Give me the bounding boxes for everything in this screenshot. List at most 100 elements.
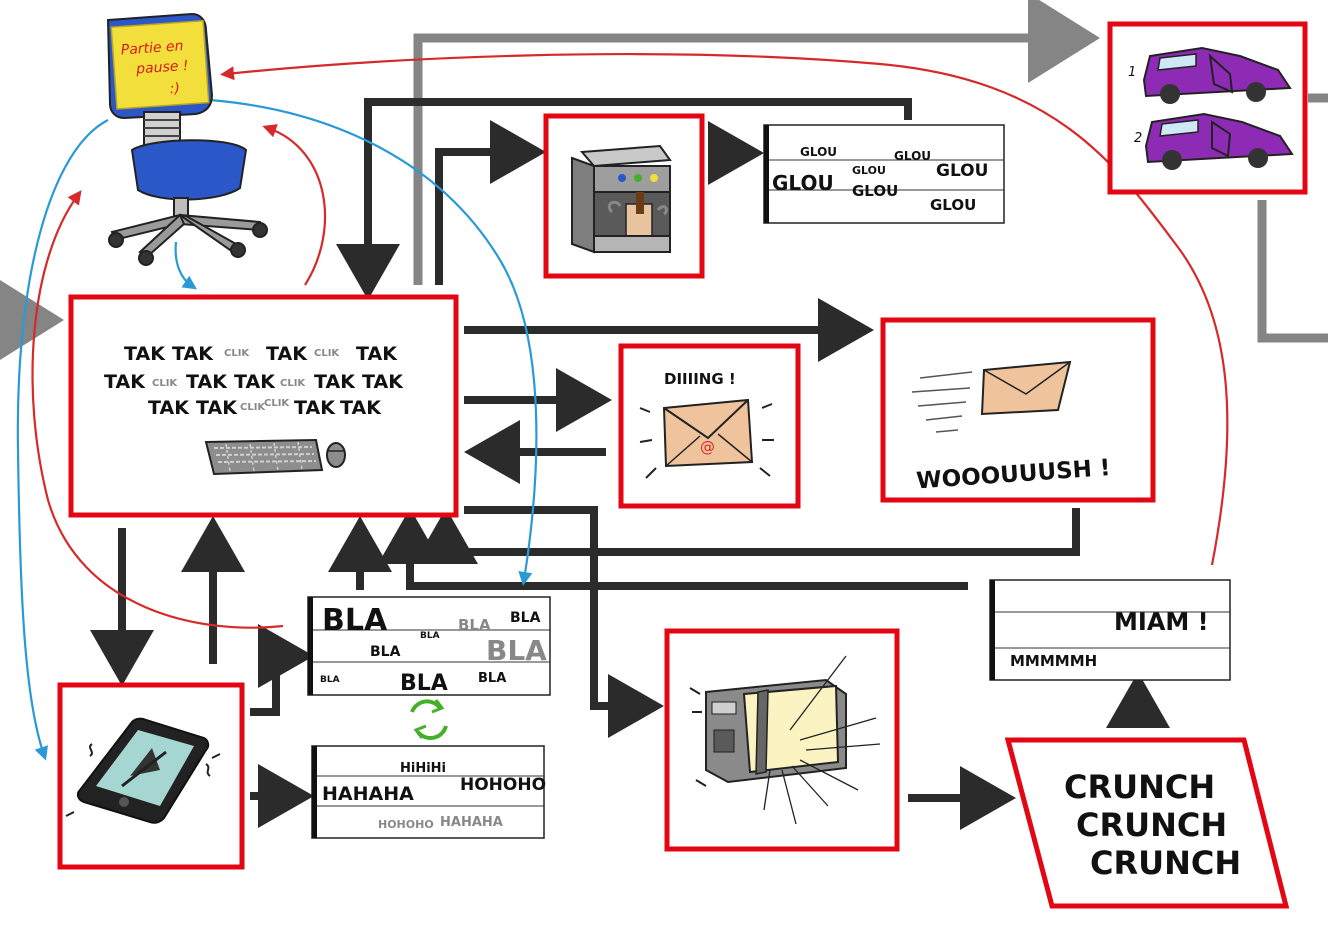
sound-tak: TAK [186,371,228,393]
sound-bla: BLA [400,671,448,696]
sound-hihihi: HiHiHi [400,761,446,776]
chair-seat [130,139,248,201]
sound-glou: GLOU [800,145,837,159]
sound-tak: TAK [172,343,214,365]
crunch-frame [1004,737,1290,909]
typing-box: TAK TAK CLIK TAK CLIK TAK TAK CLIK TAK T… [68,294,459,518]
red-line-talk-to-chair [31,190,284,629]
sound-tak: TAK [148,397,190,419]
sound-tak: TAK [340,397,382,419]
send-box: WOOOUUUSH ! [880,317,1156,503]
arrow-eat-to-computer [378,508,968,590]
coffee-machine-icon [571,144,672,254]
car-number-2: 2 [1134,131,1142,146]
sound-hahaha: HAHAHA [440,815,503,830]
line-cars-exit [1257,93,1328,343]
sound-tak: TAK [196,397,238,419]
phone-icon [76,717,210,824]
crunch-line: CRUNCH [1090,844,1241,882]
microwave-box [664,628,900,852]
crunch-line: CRUNCH [1064,768,1215,806]
burst-lines [763,655,881,825]
recycle-icon [410,699,448,740]
sound-tak: TAK [104,371,146,393]
sound-hohoho: HOHOHO [460,775,546,795]
sound-bla: BLA [486,634,547,667]
sound-bla: BLA [458,616,491,634]
sound-clik: CLIK [280,378,306,389]
envelope-icon: @ [662,398,754,468]
postit-line1: Partie en [120,38,184,58]
sound-tak: TAK [362,371,404,393]
laugh-box: HiHiHi HAHAHA HOHOHO HOHOHO HAHAHA [311,745,546,839]
talk-box: BLA BLA BLA BLA BLA BLA BLA BLA BLA [307,596,551,696]
office-chair: Partie en pause ! :) [106,12,268,266]
sound-tak: TAK [266,343,308,365]
blue-line-chair-to-phone [16,119,109,761]
vibration-lines [65,743,221,817]
mail-box: DIIIING ! @ [618,343,801,509]
sound-bla: BLA [478,671,506,686]
gray-connectors [0,0,1328,365]
microwave-icon [705,678,847,784]
postit-line2: pause ! [135,58,189,78]
typing-row-2: TAK CLIK TAK TAK CLIK TAK TAK [104,371,404,393]
sound-glou: GLOU [894,149,931,163]
postit-note: Partie en pause ! :) [110,19,210,110]
keyboard-icon [204,438,324,476]
sound-hohoho: HOHOHO [378,818,434,831]
sound-bla: BLA [320,675,340,685]
sound-glou: GLOU [852,182,898,200]
cars-box: 1 2 [1107,21,1308,195]
sound-bla: BLA [510,610,541,626]
eat-box: MIAM ! MMMMMH [989,579,1231,681]
sound-clik: CLIK [240,402,266,413]
chair-base [108,213,268,266]
sound-tak: TAK [314,371,356,393]
mail-ring-text: DIIIING ! [664,370,736,388]
arrow-send-to-computer [414,508,1080,564]
flying-envelope-icon [980,360,1072,416]
sound-glou: GLOU [936,161,988,181]
typing-row-3: TAK TAK CLIK CLIK TAK TAK [148,397,382,419]
postit-smiley: :) [169,81,180,98]
coffee-box [543,113,705,279]
car-icon-2 [1144,112,1294,170]
sound-hahaha: HAHAHA [322,783,414,805]
arrow-computer-to-coffee [435,120,546,285]
car-icon-1 [1142,46,1292,104]
car-number-1: 1 [1128,65,1136,80]
sound-tak: TAK [294,397,336,419]
arrow-phone-to-talk [250,624,314,716]
at-sign: @ [700,438,715,456]
sound-bla: BLA [322,603,388,638]
eat-frame [989,579,1231,681]
eat-mmm: MMMMMH [1010,652,1097,670]
glou-box: GLOU GLOU GLOU GLOU GLOU GLOU GLOU [763,124,1005,224]
phone-box [57,682,245,870]
typing-row-1: TAK TAK CLIK TAK CLIK TAK [124,343,398,365]
sound-glou: GLOU [930,196,976,214]
sound-tak: TAK [356,343,398,365]
blue-line-chair-to-computer [174,241,197,290]
typing-frame [68,294,459,518]
ring-lines [639,403,774,479]
sound-clik: CLIK [314,348,340,359]
red-line-crunch-to-chair [220,53,1229,566]
sound-clik: CLIK [224,348,250,359]
sound-glou: GLOU [772,171,834,195]
glou-frame [763,124,1005,224]
talk-frame [307,596,551,696]
red-line-computer-to-chair [262,124,327,286]
thin-lines [16,53,1229,761]
sound-bla: BLA [420,631,440,641]
blue-line-chair-to-talk [209,98,538,586]
crunch-box: CRUNCH CRUNCH CRUNCH [1004,737,1290,909]
sound-clik: CLIK [264,398,290,409]
dark-connectors [90,98,1170,830]
speed-lines [911,371,973,433]
sound-tak: TAK [124,343,166,365]
crunch-line: CRUNCH [1076,806,1227,844]
